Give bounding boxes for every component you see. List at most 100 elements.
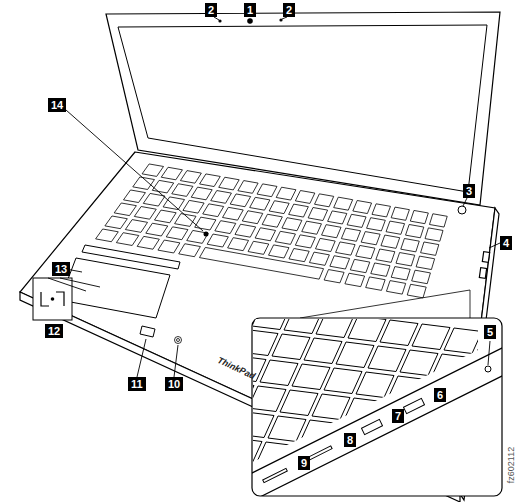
key — [341, 228, 360, 241]
key — [386, 221, 404, 234]
key — [312, 394, 350, 420]
leader-line — [60, 278, 100, 287]
key — [230, 194, 250, 207]
key — [460, 440, 498, 466]
key — [289, 249, 309, 262]
key — [308, 476, 346, 496]
key — [410, 210, 428, 223]
key — [368, 346, 406, 372]
key — [416, 462, 454, 488]
callout-number: 8 — [344, 433, 356, 447]
leader-line — [137, 339, 146, 377]
key — [440, 410, 478, 436]
callout-number: 12 — [45, 324, 63, 338]
key — [412, 324, 450, 350]
key — [242, 211, 262, 224]
key — [371, 263, 390, 276]
key — [391, 267, 410, 280]
key — [158, 240, 180, 253]
key — [275, 231, 295, 244]
key — [252, 438, 262, 464]
callout-number: 9 — [298, 456, 310, 470]
key — [250, 197, 270, 210]
key — [484, 388, 502, 414]
key — [345, 273, 365, 286]
key — [315, 194, 334, 207]
touchpad-icon-box — [41, 292, 64, 306]
key — [172, 184, 193, 197]
trackpoint — [204, 232, 209, 237]
key — [282, 218, 302, 231]
fingerprint-icon — [177, 339, 180, 342]
key — [425, 228, 443, 241]
leader-line — [488, 341, 490, 365]
key — [152, 180, 173, 193]
key — [308, 208, 327, 221]
figure-id: fz602112 — [506, 447, 516, 483]
power-button — [458, 206, 466, 214]
key — [228, 238, 249, 251]
laptop-lid — [106, 12, 500, 205]
detail-inset — [252, 367, 502, 496]
key — [391, 207, 409, 220]
key — [288, 446, 326, 472]
key — [295, 191, 314, 204]
leader-line — [282, 17, 287, 19]
callout-number: 4 — [500, 236, 512, 250]
key — [269, 245, 289, 258]
key — [334, 197, 353, 210]
touchpad — [60, 245, 180, 318]
key — [386, 281, 405, 295]
key — [207, 234, 228, 247]
key — [219, 177, 239, 190]
key — [356, 372, 394, 398]
callout-number: 13 — [52, 262, 70, 276]
key — [328, 211, 347, 224]
fingerprint-icon — [175, 337, 182, 344]
key — [324, 368, 362, 394]
key — [262, 214, 282, 227]
callout-number: 5 — [484, 325, 496, 339]
detail-inset — [485, 366, 491, 372]
key — [166, 227, 188, 240]
key — [125, 220, 147, 233]
key — [406, 224, 424, 237]
key — [252, 386, 286, 412]
key — [199, 247, 323, 279]
key — [292, 364, 330, 390]
key — [302, 221, 322, 234]
key — [472, 414, 502, 440]
key — [123, 190, 145, 203]
detail-inset — [252, 318, 502, 496]
key — [143, 193, 165, 206]
key — [284, 318, 322, 334]
key — [248, 241, 269, 254]
key — [105, 216, 127, 229]
callout-number: 6 — [434, 388, 446, 402]
key — [429, 214, 447, 227]
detail-inset — [263, 468, 288, 482]
zoom-lines — [470, 290, 471, 318]
laptop-base — [479, 268, 486, 279]
key — [496, 362, 502, 388]
key — [316, 318, 354, 338]
key — [436, 492, 474, 496]
key — [366, 277, 385, 290]
key — [464, 358, 502, 384]
key — [276, 187, 296, 200]
key — [380, 320, 418, 346]
key — [340, 480, 378, 496]
key — [396, 253, 415, 266]
key — [320, 450, 358, 476]
callout-number: 1 — [244, 3, 256, 17]
leader-line — [214, 17, 219, 20]
callout-number: 14 — [48, 98, 66, 112]
zoom-lines — [300, 290, 470, 318]
leader-line — [66, 110, 203, 231]
laptop-lid — [219, 20, 221, 22]
key — [420, 380, 458, 406]
key — [142, 164, 163, 176]
key — [211, 191, 232, 204]
laptop-lid — [248, 19, 252, 23]
